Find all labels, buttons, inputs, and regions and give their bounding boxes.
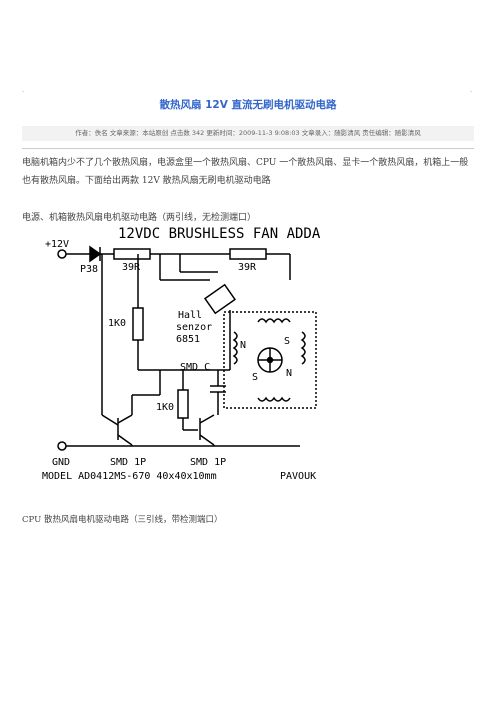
- label-res1: 39R: [122, 262, 141, 273]
- label-tr1: SMD 1P: [110, 457, 146, 468]
- label-res2: 39R: [238, 262, 257, 273]
- label-hall2: senzor: [176, 322, 212, 333]
- schematic-title: 12VDC BRUSHLESS FAN ADDA: [118, 226, 321, 242]
- label-pole-s1: S: [284, 336, 290, 347]
- label-model: MODEL AD0412MS-670 40x40x10mm: [42, 471, 217, 482]
- label-diode: P38: [80, 264, 98, 275]
- label-pole-n1: N: [240, 340, 246, 351]
- label-pole-n2: N: [286, 368, 292, 379]
- label-res3: 1K0: [108, 318, 126, 329]
- label-res4: 1K0: [156, 402, 174, 413]
- label-author: PAVOUK: [280, 471, 316, 482]
- label-hall1: Hall: [178, 310, 202, 321]
- label-smdc: SMD C: [180, 362, 210, 373]
- intro-paragraph: 电脑机箱内少不了几个散热风扇，电源盒里一个散热风扇、CPU 一个散热风扇、显卡一…: [22, 158, 469, 186]
- corner-mark-left: ·: [22, 88, 25, 96]
- label-gnd: GND: [52, 457, 70, 468]
- divider: [22, 148, 474, 149]
- article-meta: 作者：佚名 文章来源：本站原创 点击数 342 更新时间：2009-11-3 9…: [22, 126, 474, 141]
- label-hall3: 6851: [176, 334, 200, 345]
- label-pole-s2: S: [252, 372, 258, 383]
- label-tr2: SMD 1P: [190, 457, 226, 468]
- section-heading-three-wire: CPU 散热风扇电机驱动电路（三引线，带检测端口）: [22, 515, 223, 525]
- label-plus12v: +12V: [45, 239, 69, 250]
- fan-driver-schematic: 12VDC BRUSHLESS FAN ADDA +12V P38 39R 39…: [42, 226, 321, 482]
- section-heading-two-wire: 电源、机箱散热风扇电机驱动电路（两引线，无检测端口）: [22, 213, 257, 223]
- corner-mark-right: ·: [470, 88, 473, 96]
- article-title: 散热风扇 12V 直流无刷电机驱动电路: [159, 99, 337, 111]
